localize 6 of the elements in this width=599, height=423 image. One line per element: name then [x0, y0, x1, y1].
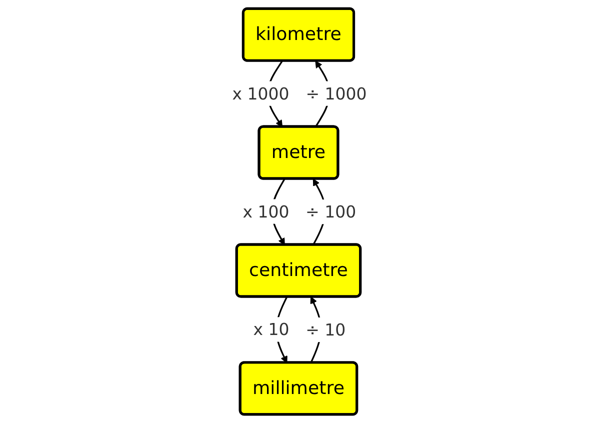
edge-label: ÷ 1000 [306, 84, 367, 104]
edge-label: x 100 [242, 202, 290, 222]
edge-label: x 1000 [232, 84, 290, 104]
edge-label: ÷ 10 [306, 320, 346, 340]
edge-label: x 10 [253, 320, 290, 340]
edge-label: ÷ 100 [306, 202, 356, 222]
